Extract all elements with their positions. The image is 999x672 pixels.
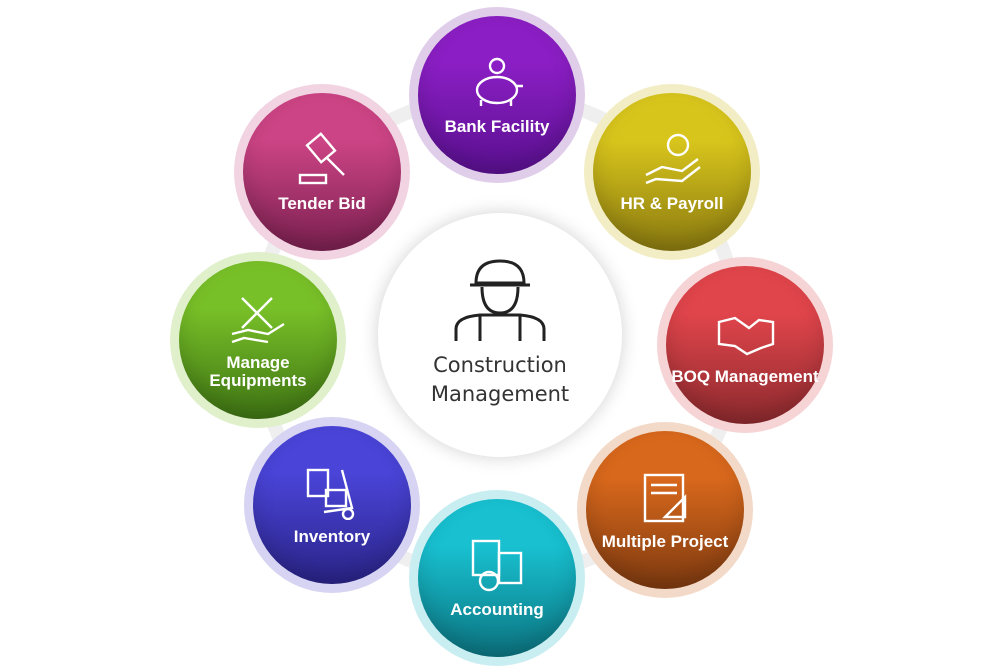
hand-coin-icon: [645, 133, 701, 185]
hand-truck-icon: [306, 468, 355, 520]
node-label: Multiple Project: [601, 532, 729, 551]
calculator-icon: [471, 539, 523, 592]
node-circle: Accounting: [418, 499, 576, 657]
node-label: Inventory: [293, 527, 371, 546]
center-title-line1: Construction: [433, 353, 567, 377]
node-label: Accounting: [450, 600, 544, 619]
node-boq-management: BOQ Management: [657, 257, 833, 433]
blueprint-icon: [643, 473, 687, 523]
node-accounting: Accounting: [409, 490, 585, 666]
node-label: BOQ Management: [671, 367, 819, 386]
tools-icon: [231, 297, 285, 344]
node-circle: Multiple Project: [586, 431, 744, 589]
node-label: Manage Equipments: [209, 353, 307, 390]
node-circle: Tender Bid: [243, 93, 401, 251]
node-multiple-project: Multiple Project: [577, 422, 753, 598]
construction-worker-icon: [454, 259, 546, 341]
node-label: Tender Bid: [278, 194, 366, 213]
node-bank-facility: Bank Facility: [409, 7, 585, 183]
node-inventory: Inventory: [244, 417, 420, 593]
piggy-bank-icon: [475, 57, 523, 106]
node-label: HR & Payroll: [620, 194, 724, 213]
handshake-icon: [717, 316, 775, 356]
node-circle: HR & Payroll: [593, 93, 751, 251]
node-circle: Inventory: [253, 426, 411, 584]
node-hr-payroll: HR & Payroll: [584, 84, 760, 260]
center-title-line2: Management: [430, 382, 570, 406]
node-manage-equipments: Manage Equipments: [170, 252, 346, 428]
node-circle: Manage Equipments: [179, 261, 337, 419]
node-tender-bid: Tender Bid: [234, 84, 410, 260]
gavel-icon: [298, 132, 345, 185]
node-circle: Bank Facility: [418, 16, 576, 174]
node-circle: BOQ Management: [666, 266, 824, 424]
node-label: Bank Facility: [444, 117, 550, 136]
center-hub: Construction Management: [378, 213, 622, 457]
